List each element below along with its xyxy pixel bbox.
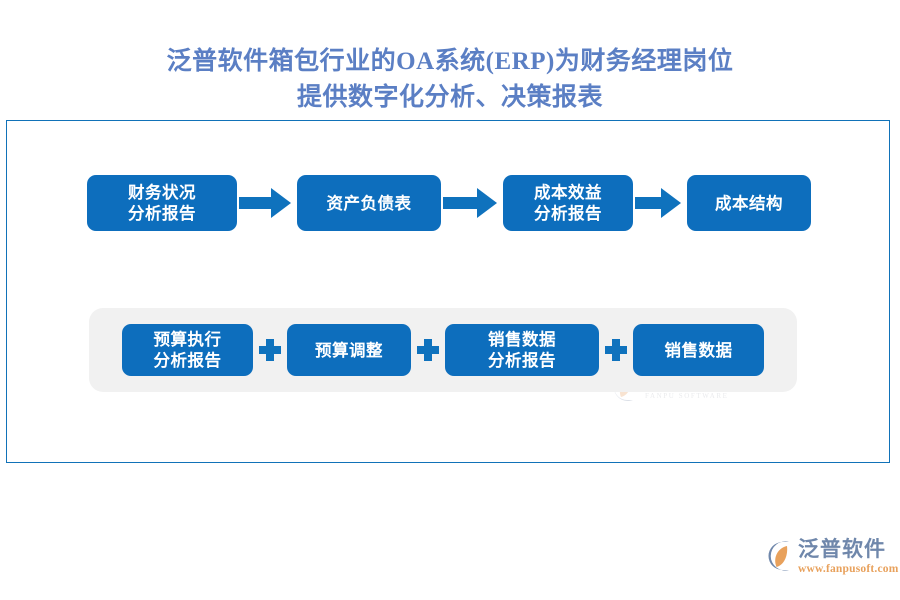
watermark-company-name-en: FANPU SOFTWARE (645, 392, 729, 400)
fanpu-logo-icon (762, 539, 796, 573)
sum-row-group: 预算执行 分析报告 预算调整 销售数据 分析报告 销售数据 (89, 308, 797, 392)
page-title-line-2: 提供数字化分析、决策报表 (296, 84, 603, 111)
plus-icon (599, 333, 633, 367)
flow-row: 财务状况 分析报告 资产负债表 成本效益 分析报告 成本结构 (7, 167, 891, 239)
sum-node-sales-data[interactable]: 销售数据 (633, 324, 764, 376)
page-title: 泛普软件箱包行业的OA系统(ERP)为财务经理岗位 提供数字化分析、决策报表 (0, 44, 900, 116)
brand-logo: 泛普软件 www.fanpusoft.com (762, 538, 898, 586)
flow-node-cost-benefit-report[interactable]: 成本效益 分析报告 (503, 175, 633, 231)
sum-node-sales-data-report[interactable]: 销售数据 分析报告 (445, 324, 599, 376)
sum-node-budget-execution-report[interactable]: 预算执行 分析报告 (122, 324, 253, 376)
sum-node-budget-adjustment[interactable]: 预算调整 (287, 324, 411, 376)
page-title-line-1: 泛普软件箱包行业的OA系统(ERP)为财务经理岗位 (166, 48, 734, 75)
brand-company-name: 泛普软件 (798, 537, 886, 561)
plus-icon (253, 333, 287, 367)
flow-node-financial-status-report[interactable]: 财务状况 分析报告 (87, 175, 237, 231)
flow-node-cost-structure[interactable]: 成本结构 (687, 175, 811, 231)
arrow-right-icon (237, 186, 297, 220)
diagram-frame: 财务状况 分析报告 资产负债表 成本效益 分析报告 成本结构 泛普软件 FANP… (6, 120, 890, 463)
arrow-right-icon (441, 186, 503, 220)
flow-node-balance-sheet[interactable]: 资产负债表 (297, 175, 441, 231)
brand-website: www.fanpusoft.com (798, 563, 899, 575)
plus-icon (411, 333, 445, 367)
arrow-right-icon (633, 186, 687, 220)
